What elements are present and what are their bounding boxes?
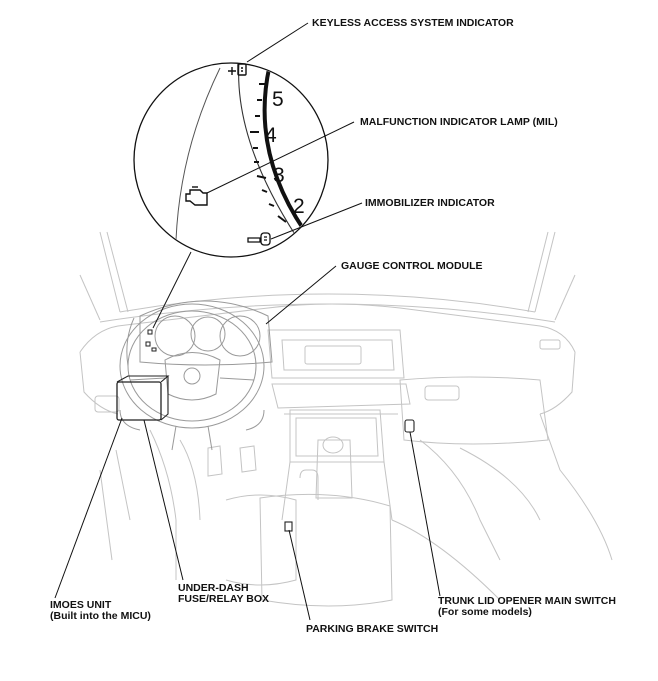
keyless-access-label: KEYLESS ACCESS SYSTEM INDICATOR: [312, 18, 514, 29]
leader-lines: [54, 22, 441, 621]
parking-brake-switch-label: PARKING BRAKE SWITCH: [306, 624, 438, 635]
gauge-ticks: [250, 83, 287, 223]
mil-label-text: MALFUNCTION INDICATOR LAMP (MIL): [360, 116, 558, 128]
parking-brake-switch: [284, 521, 293, 532]
parking-brake-switch-label-text: PARKING BRAKE SWITCH: [306, 623, 439, 635]
trunk-lid-switch-line1: TRUNK LID OPENER MAIN SWITCH: [438, 595, 616, 607]
gauge-number-4: 4: [265, 124, 277, 147]
trunk-lid-switch-line2: (For some models): [438, 606, 532, 618]
trunk-lid-switch-label: TRUNK LID OPENER MAIN SWITCH (For some m…: [438, 596, 616, 618]
immobilizer-key-icon: [247, 232, 271, 246]
steering-wheel: [119, 303, 265, 451]
fuse-relay-box-line2: FUSE/RELAY BOX: [178, 593, 270, 605]
imoes-unit-line2: (Built into the MICU): [50, 610, 151, 622]
imoes-unit-label: IMOES UNIT (Built into the MICU): [50, 600, 151, 622]
trunk-lid-switch: [404, 419, 415, 433]
gauge-control-module-label-text: GAUGE CONTROL MODULE: [341, 260, 483, 272]
fuse-relay-box-line1: UNDER-DASH: [178, 582, 249, 594]
keyless-access-icon: [228, 63, 247, 76]
magnified-gauge: 5 4 3 2: [133, 62, 329, 258]
dashboard-outline: [79, 231, 613, 607]
mil-label: MALFUNCTION INDICATOR LAMP (MIL): [360, 117, 558, 128]
imoes-unit-box: [116, 381, 162, 421]
immobilizer-label: IMMOBILIZER INDICATOR: [365, 198, 495, 209]
immobilizer-label-text: IMMOBILIZER INDICATOR: [365, 197, 495, 209]
gauge-number-2: 2: [293, 195, 305, 218]
gauge-number-5: 5: [272, 88, 284, 111]
imoes-unit-line1: IMOES UNIT: [50, 599, 112, 611]
fuse-relay-box-label: UNDER-DASH FUSE/RELAY BOX: [178, 583, 269, 605]
gauge-number-3: 3: [273, 164, 285, 187]
keyless-access-label-text: KEYLESS ACCESS SYSTEM INDICATOR: [312, 17, 514, 29]
gauge-control-module-label: GAUGE CONTROL MODULE: [341, 261, 483, 272]
